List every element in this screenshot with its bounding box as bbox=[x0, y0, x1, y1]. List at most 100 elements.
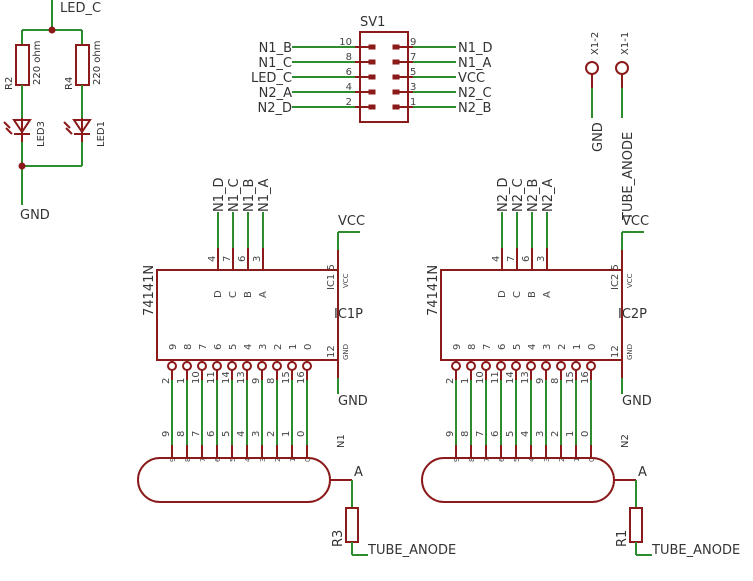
ic-gnd-pin-label: GND bbox=[342, 344, 350, 360]
ic-input-net: N2_D bbox=[496, 177, 511, 212]
resistor-r2 bbox=[15, 44, 30, 86]
resistor-net-label: TUBE_ANODE bbox=[367, 543, 456, 558]
gnd-label: GND bbox=[338, 394, 368, 409]
sv1-right-pin: 9 bbox=[410, 37, 416, 48]
sv1-right-net: N2_C bbox=[458, 86, 492, 101]
tube-digit-label: 2 bbox=[274, 458, 282, 462]
ic-output-pin: 9 bbox=[535, 378, 546, 384]
tube-pin: 9 bbox=[445, 431, 456, 437]
sv1-left-pin: 2 bbox=[346, 97, 352, 108]
sv1-name: SV1 bbox=[360, 15, 385, 30]
ic-output-pin: 14 bbox=[505, 371, 516, 384]
ic-output-pin: 8 bbox=[550, 378, 561, 384]
tube-pin: 1 bbox=[565, 431, 576, 437]
ic-output-bubble bbox=[272, 361, 282, 371]
tube-digit-label: 4 bbox=[244, 457, 252, 462]
tube-envelope bbox=[137, 457, 331, 503]
r2-value: 220 ohm bbox=[32, 41, 43, 85]
ic-input-net: N1_C bbox=[227, 178, 242, 212]
tube-pin: 4 bbox=[236, 431, 247, 437]
tube-pin: 8 bbox=[176, 431, 187, 437]
ic-input-pin: 7 bbox=[506, 256, 517, 262]
tube-digit-label: 2 bbox=[558, 458, 566, 462]
tube-pin: 4 bbox=[520, 431, 531, 437]
ic-input-pin: 7 bbox=[222, 256, 233, 262]
tube-envelope bbox=[421, 457, 615, 503]
tube-digit-label: 8 bbox=[468, 458, 476, 462]
ic-output-pin: 10 bbox=[191, 371, 202, 384]
tube-pin: 2 bbox=[550, 431, 561, 437]
ic-output-pin: 2 bbox=[161, 378, 172, 384]
ic-output-bubble bbox=[257, 361, 267, 371]
tube-pin: 5 bbox=[505, 431, 516, 437]
x1-1-label: X1-1 bbox=[620, 32, 631, 55]
tube-digit-label: 9 bbox=[453, 458, 461, 462]
sv1-right-pin: 5 bbox=[410, 67, 416, 78]
ic-input-pin: 3 bbox=[252, 256, 263, 262]
tube-pin: 6 bbox=[490, 431, 501, 437]
ic-vcc-pin-label: VCC bbox=[626, 273, 634, 288]
tube-pin: 0 bbox=[580, 431, 591, 437]
vcc-label: VCC bbox=[338, 214, 365, 229]
ic-input-label: B bbox=[527, 291, 538, 298]
tube-pin: 6 bbox=[206, 431, 217, 437]
vcc-label: VCC bbox=[622, 214, 649, 229]
ic-output-label: 9 bbox=[168, 344, 179, 350]
tube-digit-label: 3 bbox=[259, 458, 267, 462]
ic-output-bubble bbox=[571, 361, 581, 371]
ic-output-label: 7 bbox=[482, 344, 493, 350]
ic-name-label: IC2P bbox=[618, 307, 647, 322]
ic-output-pin: 9 bbox=[251, 378, 262, 384]
ic-output-label: 7 bbox=[198, 344, 209, 350]
tube-digit-label: 4 bbox=[528, 457, 536, 462]
sv1-right-net: N1_D bbox=[458, 41, 493, 56]
sv1-pin-mark bbox=[392, 59, 400, 65]
tube-digit-label: 0 bbox=[588, 458, 596, 462]
ic-part-label: 74141N bbox=[142, 265, 157, 316]
ic-output-label: 4 bbox=[243, 344, 254, 350]
ic-output-label: 5 bbox=[512, 344, 523, 350]
sv1-right-pin: 1 bbox=[410, 97, 416, 108]
ic-output-label: 2 bbox=[273, 344, 284, 350]
ic-output-pin: 1 bbox=[176, 378, 187, 384]
ic-input-label: C bbox=[512, 291, 523, 298]
x1-2-pad bbox=[585, 61, 599, 75]
ic-output-label: 6 bbox=[213, 344, 224, 350]
led-section: LED_C R2 220 ohm R4 220 ohm LED3 bbox=[3, 0, 107, 223]
resistor-r4 bbox=[75, 44, 90, 86]
ic-output-pin: 10 bbox=[475, 371, 486, 384]
ic-input-net: N2_B bbox=[526, 179, 541, 212]
led3-symbol bbox=[3, 118, 32, 142]
tube-pin: 7 bbox=[475, 431, 486, 437]
ic-gate-label: IC1 5 bbox=[326, 264, 337, 290]
ic-output-label: 0 bbox=[587, 344, 598, 350]
ic-input-label: A bbox=[258, 291, 269, 298]
tube-pin: 1 bbox=[281, 431, 292, 437]
x1-anode-label: TUBE_ANODE bbox=[621, 132, 636, 221]
ic-output-pin: 13 bbox=[236, 371, 247, 384]
ic-gnd-pin: 12 bbox=[326, 345, 337, 358]
sv1-right-pin: 3 bbox=[410, 82, 416, 93]
tube-pin: 2 bbox=[266, 431, 277, 437]
ic-output-bubble bbox=[287, 361, 297, 371]
ic-input-net: N1_A bbox=[257, 179, 272, 212]
ic-input-pin: 3 bbox=[536, 256, 547, 262]
ic-output-bubble bbox=[451, 361, 461, 371]
ic-input-pin: 4 bbox=[207, 256, 218, 262]
ic-output-label: 8 bbox=[467, 344, 478, 350]
tube-pin: 0 bbox=[296, 431, 307, 437]
ic-output-label: 3 bbox=[542, 344, 553, 350]
sv1-right-net: VCC bbox=[458, 71, 485, 86]
tube-name-label: N1 bbox=[336, 434, 347, 448]
ic-output-label: 9 bbox=[452, 344, 463, 350]
ic-output-label: 0 bbox=[303, 344, 314, 350]
sv1-left-pin: 4 bbox=[346, 82, 352, 93]
ic-input-label: A bbox=[542, 291, 553, 298]
ic-input-label: D bbox=[497, 290, 508, 298]
ic-output-pin: 15 bbox=[565, 371, 576, 384]
ic-output-bubble bbox=[541, 361, 551, 371]
ic-vcc-pin-label: VCC bbox=[342, 273, 350, 288]
ic-input-label: B bbox=[243, 291, 254, 298]
